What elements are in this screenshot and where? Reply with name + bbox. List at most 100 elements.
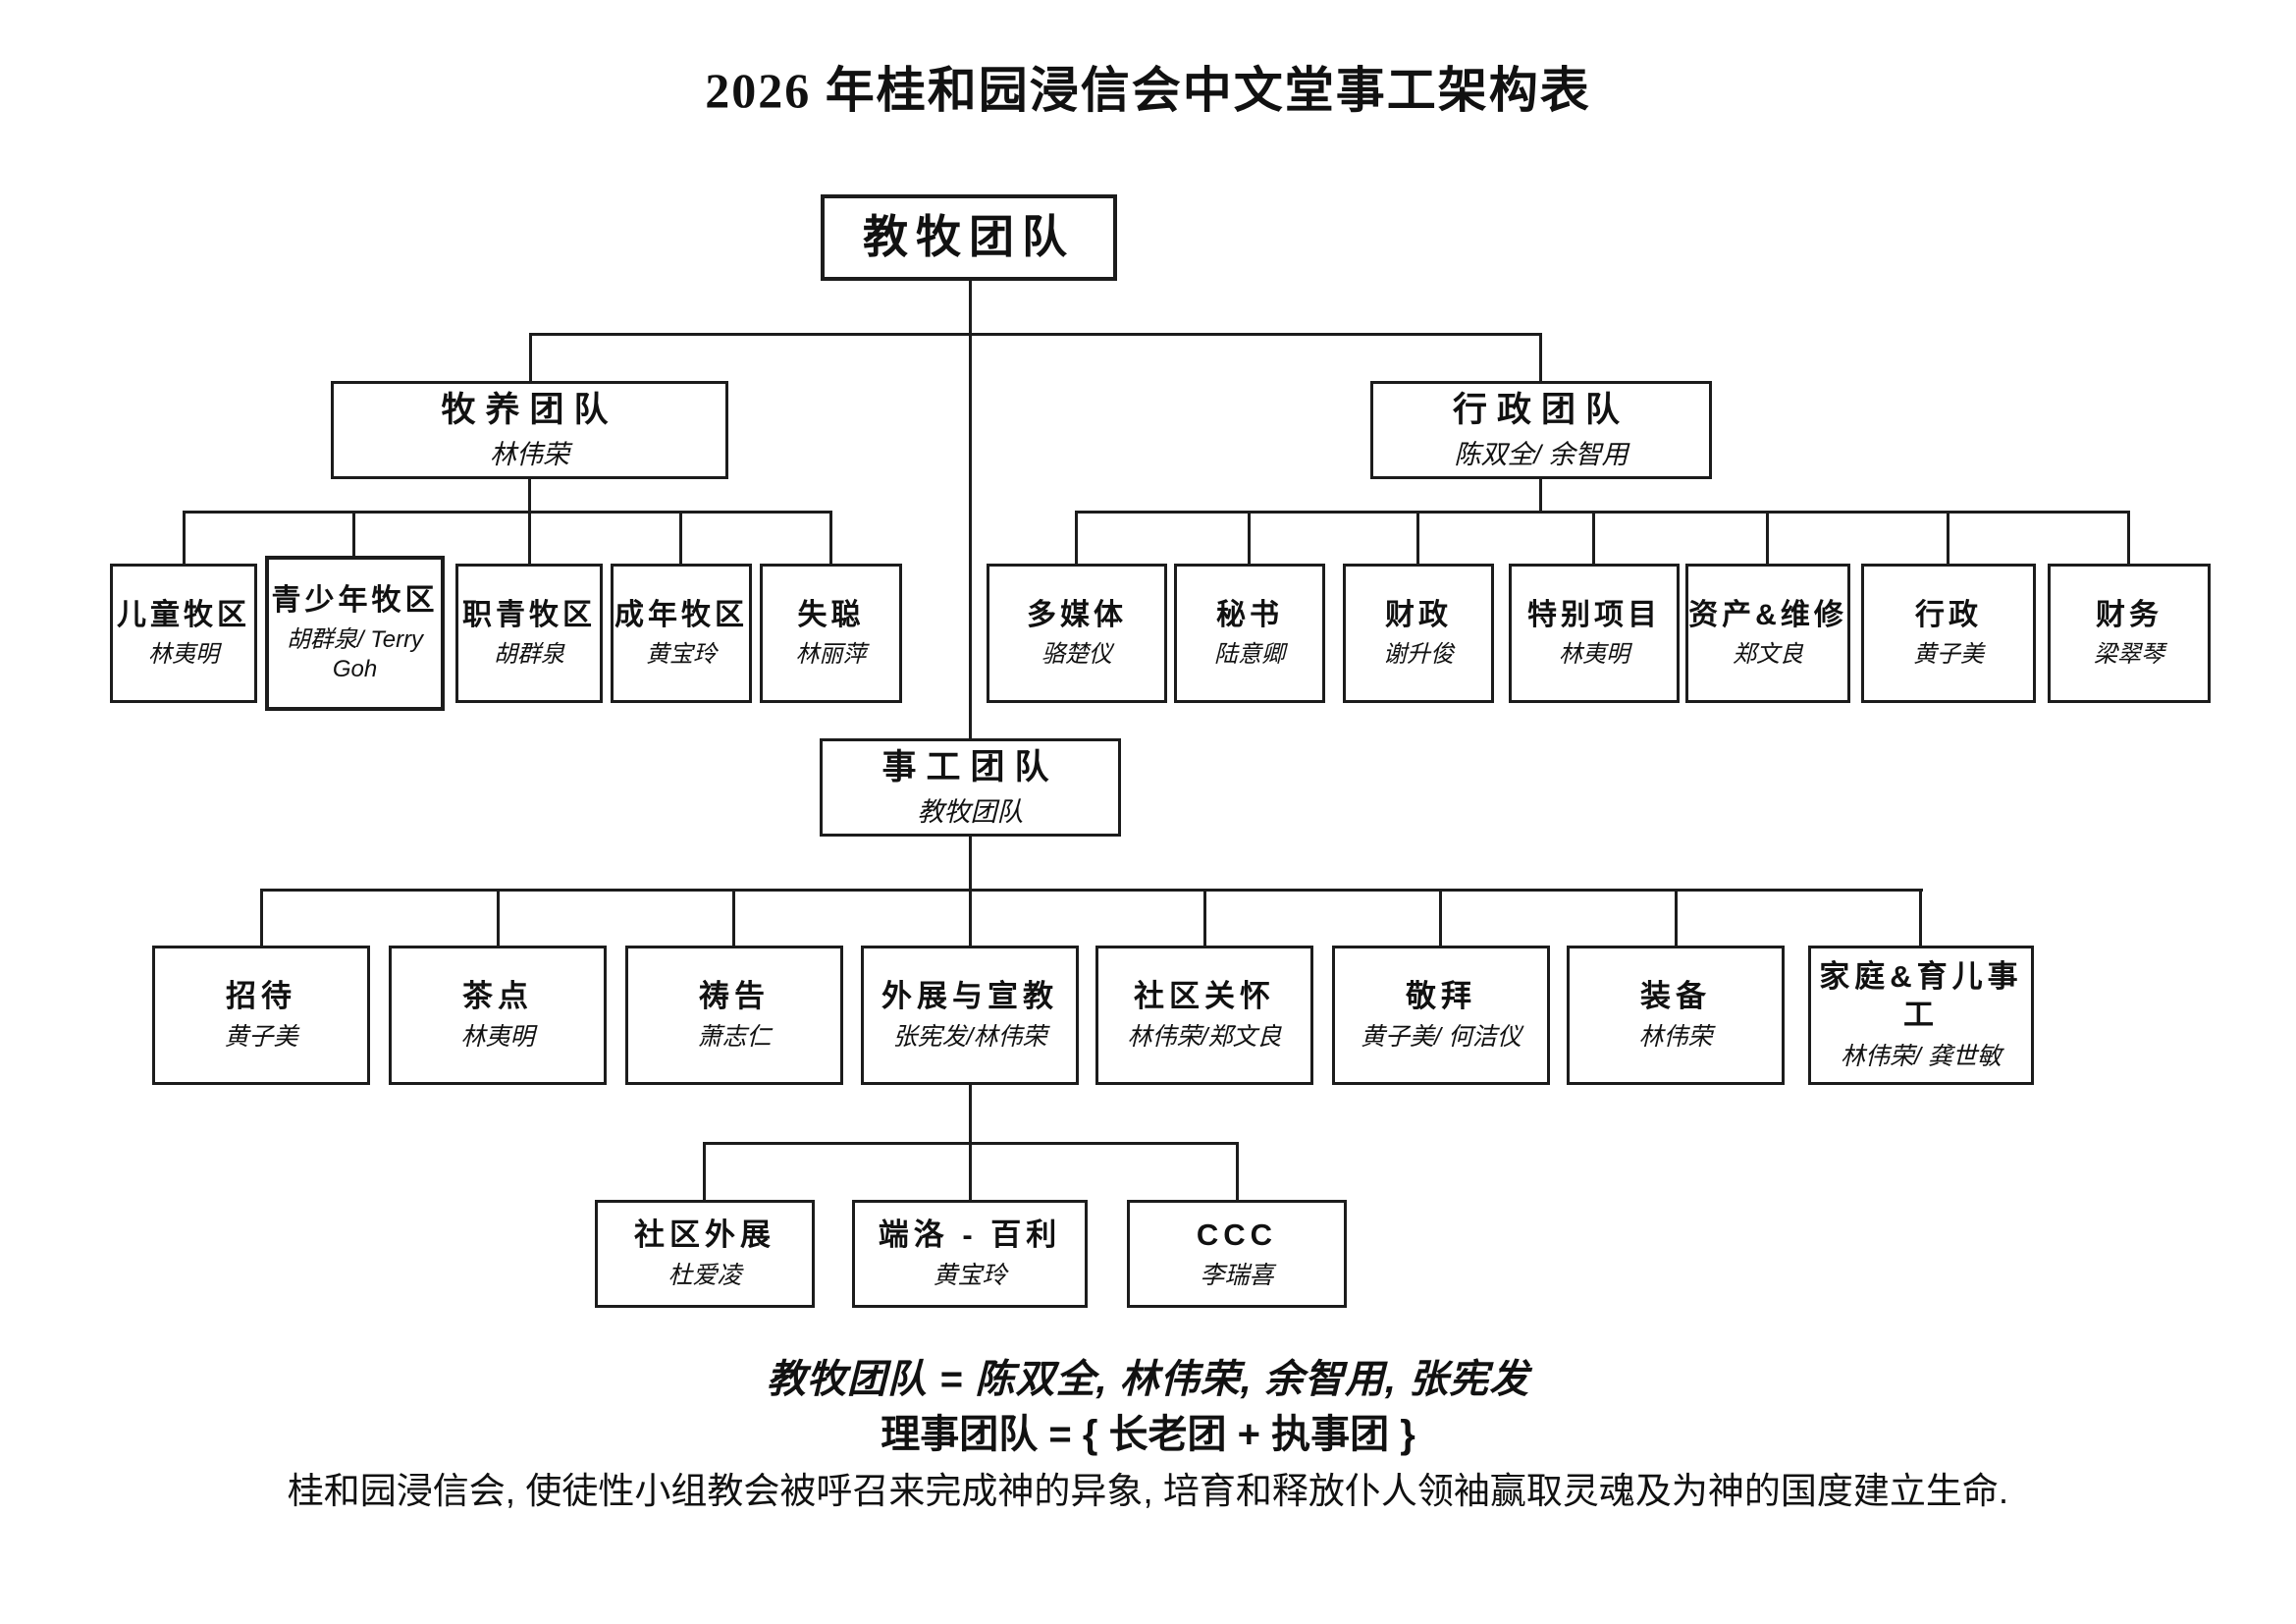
connector-drop-finance <box>1416 511 1419 564</box>
org-node-youth-district: 青少年牧区 胡群泉/ Terry Goh <box>265 556 445 711</box>
connector-drop-adult <box>679 511 682 564</box>
org-node-family-parenting: 家庭&育儿事工 林伟荣/ 龚世敏 <box>1808 946 2034 1085</box>
node-title: 家庭&育儿事工 <box>1819 959 2023 1032</box>
node-leader: 黄子美/ 何洁仪 <box>1361 1023 1522 1052</box>
node-title: 祷告 <box>699 978 770 1013</box>
connector-stem-shepherding <box>528 479 531 514</box>
connector-drop-equipping <box>1675 889 1678 946</box>
connector-stem-ministry <box>969 837 972 889</box>
node-leader: 林伟荣/ 龚世敏 <box>1841 1042 2002 1070</box>
footer-pastoral-team-definition: 教牧团队 = 陈双全, 林伟荣, 余智用, 张宪发 <box>766 1358 1530 1401</box>
node-leader: 林伟荣/郑文良 <box>1127 1023 1282 1052</box>
node-title: 成年牧区 <box>614 598 748 631</box>
node-leader: 萧志仁 <box>697 1023 772 1052</box>
org-node-prayer: 祷告 萧志仁 <box>625 946 843 1085</box>
footer-vision-statement: 桂和园浸信会, 使徒性小组教会被呼召来完成神的异象, 培育和释放仆人领袖赢取灵魂… <box>287 1471 2009 1511</box>
node-title: 财政 <box>1385 598 1452 631</box>
node-leader: 林夷明 <box>148 641 219 669</box>
node-title: 招待 <box>226 978 296 1013</box>
org-node-assets-maintenance: 资产&维修 郑文良 <box>1685 564 1850 703</box>
node-title: 行政团队 <box>1452 390 1629 429</box>
connector-drop-assets <box>1766 511 1769 564</box>
org-node-ushering: 招待 黄子美 <box>152 946 370 1085</box>
org-node-accounts: 财务 梁翠琴 <box>2048 564 2211 703</box>
connector-drop-deaf <box>829 511 832 564</box>
node-leader: 林夷明 <box>1559 641 1629 669</box>
org-node-duanluo-baili: 端洛 - 百利 黄宝玲 <box>852 1200 1088 1308</box>
connector-bus-level2 <box>529 333 1542 336</box>
connector-drop-multimedia <box>1075 511 1078 564</box>
node-title: 敬拜 <box>1406 978 1476 1013</box>
org-node-community-outreach: 社区外展 杜爱凌 <box>595 1200 815 1308</box>
org-node-ccc: CCC 李瑞喜 <box>1127 1200 1347 1308</box>
node-leader: 杜爱凌 <box>667 1262 742 1290</box>
node-leader: 黄子美 <box>224 1023 298 1052</box>
connector-drop-working-youth <box>528 511 531 564</box>
node-title: 特别项目 <box>1527 598 1661 631</box>
org-node-children-district: 儿童牧区 林夷明 <box>110 564 257 703</box>
org-node-administration: 行政 黄子美 <box>1861 564 2036 703</box>
node-title: 装备 <box>1640 978 1711 1013</box>
node-leader: 李瑞喜 <box>1200 1262 1274 1290</box>
connector-stem-admin <box>1539 479 1542 514</box>
node-title: 牧养团队 <box>441 390 618 429</box>
node-leader: 张宪发/林伟荣 <box>892 1023 1047 1052</box>
org-node-multimedia: 多媒体 骆楚仪 <box>987 564 1167 703</box>
node-leader: 黄宝玲 <box>646 641 717 669</box>
connector-trunk <box>969 281 972 741</box>
connector-drop-prayer <box>732 889 735 946</box>
node-title: 行政 <box>1915 598 1982 631</box>
connector-drop-duanluo <box>969 1142 972 1200</box>
org-node-shepherding-team: 牧养团队 林伟荣 <box>331 381 728 479</box>
node-title: 端洛 - 百利 <box>878 1217 1062 1252</box>
org-node-deaf: 失聪 林丽萍 <box>760 564 902 703</box>
node-title: 社区关怀 <box>1134 978 1275 1013</box>
node-leader: 教牧团队 <box>917 796 1024 827</box>
node-leader: 胡群泉/ Terry Goh <box>286 626 430 683</box>
connector-drop-worship <box>1439 889 1442 946</box>
node-leader: 黄子美 <box>1913 641 1984 669</box>
node-leader: 林伟荣 <box>490 439 569 469</box>
connector-drop-administration <box>1947 511 1949 564</box>
footer-board-team-definition: 理事团队 = { 长老团 + 执事团 } <box>881 1413 1415 1456</box>
node-title: 财务 <box>2096 598 2163 631</box>
node-title: 教牧团队 <box>863 211 1075 263</box>
org-node-ministry-team: 事工团队 教牧团队 <box>820 738 1121 837</box>
page-title: 2026 年桂和园浸信会中文堂事工架构表 <box>705 63 1591 118</box>
org-node-working-youth-district: 职青牧区 胡群泉 <box>455 564 603 703</box>
connector-bus-shepherding <box>183 511 832 514</box>
org-node-community-care: 社区关怀 林伟荣/郑文良 <box>1095 946 1313 1085</box>
node-leader: 骆楚仪 <box>1041 641 1112 669</box>
connector-drop-family <box>1919 889 1922 946</box>
node-title: 事工团队 <box>881 747 1059 786</box>
connector-drop-accounts <box>2127 511 2130 564</box>
connector-drop-ccc <box>1236 1142 1239 1200</box>
connector-bus-admin <box>1075 511 2130 514</box>
node-leader: 林夷明 <box>460 1023 535 1052</box>
node-title: 茶点 <box>462 978 533 1013</box>
node-title: 青少年牧区 <box>271 583 439 617</box>
connector-drop-community-outreach <box>703 1142 706 1200</box>
org-node-finance: 财政 谢升俊 <box>1343 564 1494 703</box>
connector-drop-admin <box>1539 333 1542 381</box>
org-node-adult-district: 成年牧区 黄宝玲 <box>611 564 752 703</box>
connector-drop-special-projects <box>1592 511 1595 564</box>
org-node-worship: 敬拜 黄子美/ 何洁仪 <box>1332 946 1550 1085</box>
node-leader: 林丽萍 <box>795 641 867 669</box>
node-leader: 陈双全/ 余智用 <box>1454 439 1629 469</box>
node-title: 儿童牧区 <box>117 598 250 631</box>
node-leader: 梁翠琴 <box>2094 641 2164 669</box>
connector-drop-secretary <box>1248 511 1251 564</box>
connector-drop-shepherding <box>529 333 532 381</box>
connector-drop-youth <box>352 511 355 556</box>
node-title: 社区外展 <box>634 1217 775 1252</box>
node-leader: 谢升俊 <box>1383 641 1454 669</box>
node-title: 资产&维修 <box>1688 598 1847 631</box>
node-title: 秘书 <box>1216 598 1283 631</box>
org-node-admin-team: 行政团队 陈双全/ 余智用 <box>1370 381 1712 479</box>
node-title: 失聪 <box>797 598 865 631</box>
node-title: 外展与宣教 <box>881 978 1058 1013</box>
org-node-pastoral-team: 教牧团队 <box>821 194 1117 281</box>
org-node-refreshments: 茶点 林夷明 <box>389 946 607 1085</box>
